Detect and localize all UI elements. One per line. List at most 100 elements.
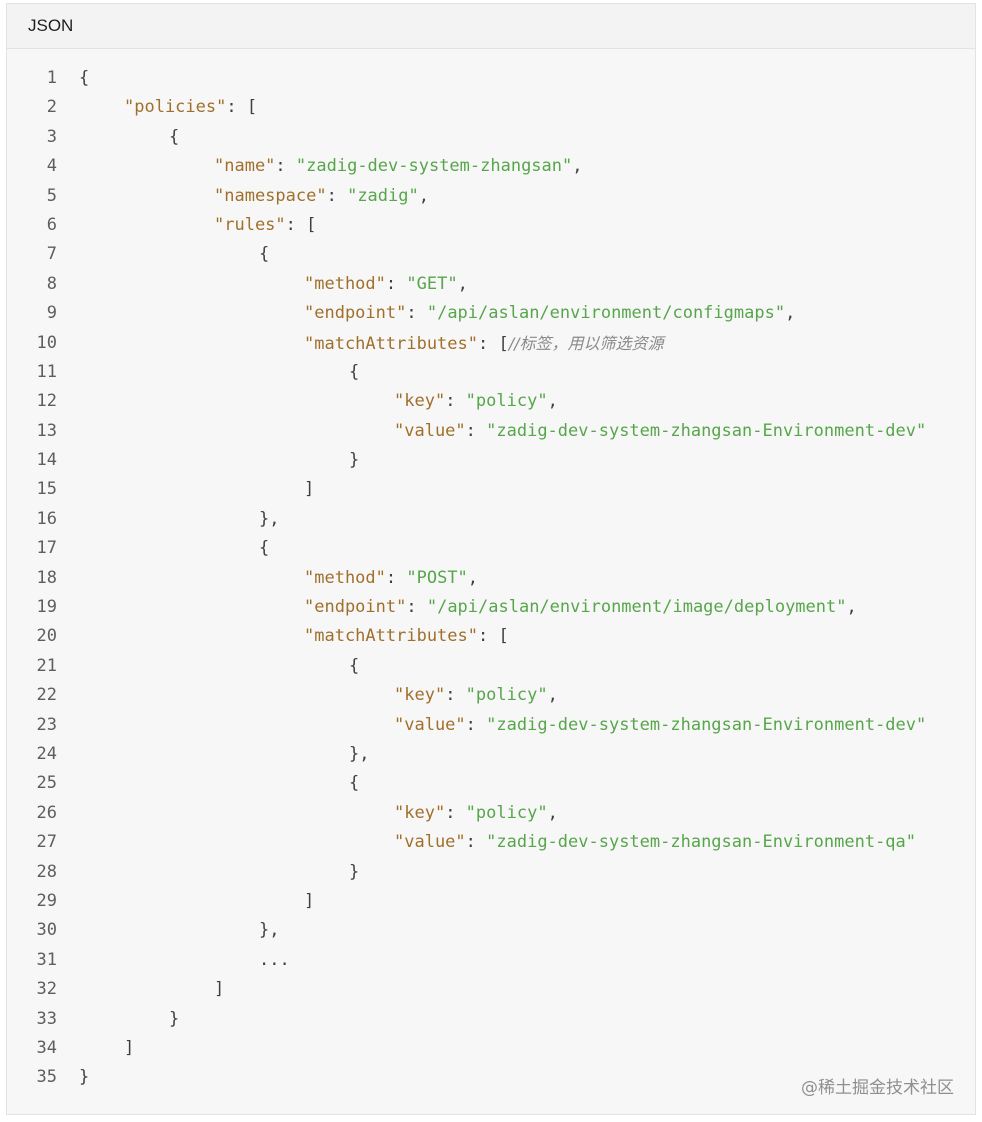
code-line: 19"endpoint": "/api/aslan/environment/im…	[7, 593, 975, 622]
json-string: "policy"	[465, 685, 548, 706]
json-string: "zadig-dev-system-zhangsan-Environment-d…	[486, 714, 927, 735]
code-text: "rules": [	[79, 211, 955, 240]
line-number: 1	[46, 68, 57, 88]
line-number: 3	[46, 126, 57, 147]
line-number: 13	[36, 420, 57, 441]
code-text: {	[79, 534, 955, 563]
json-string: "POST"	[406, 567, 468, 588]
json-string: "policy"	[465, 802, 548, 823]
code-line: 11{	[7, 358, 975, 387]
json-punctuation: },	[349, 743, 370, 764]
code-line: 16},	[7, 505, 975, 534]
code-text: "value": "zadig-dev-system-zhangsan-Envi…	[79, 417, 955, 446]
json-key: "rules"	[214, 214, 286, 235]
code-text: },	[79, 740, 955, 769]
line-number: 27	[36, 832, 57, 853]
line-number: 7	[46, 244, 57, 265]
json-string: "policy"	[465, 391, 548, 412]
json-key: "method"	[304, 273, 386, 294]
json-key: "value"	[394, 714, 466, 735]
line-number: 34	[36, 1037, 57, 1058]
code-text: "name": "zadig-dev-system-zhangsan",	[79, 152, 955, 181]
code-text: {	[79, 358, 955, 387]
json-key: "method"	[304, 567, 386, 588]
json-punctuation: {	[349, 655, 360, 676]
line-number: 4	[46, 156, 57, 177]
json-string: "zadig"	[347, 185, 419, 206]
json-key: "key"	[394, 802, 446, 823]
line-number: 29	[36, 890, 57, 911]
code-line: 4 "name": "zadig-dev-system-zhangsan",	[7, 152, 975, 181]
code-line: 3{	[7, 123, 975, 152]
code-text: {	[79, 240, 955, 269]
code-language-label: JSON	[7, 4, 975, 49]
json-punctuation: ]	[124, 1037, 135, 1058]
json-punctuation: ]	[304, 890, 315, 911]
code-text: {	[79, 652, 955, 681]
json-punctuation: ...	[259, 949, 290, 970]
code-line: 8"method": "GET",	[7, 270, 975, 299]
code-text: ...	[79, 946, 955, 975]
line-number: 10	[36, 332, 57, 353]
json-key: "policies"	[124, 97, 227, 118]
code-body[interactable]: 1{2"policies": [3{4"name": "zadig-dev-sy…	[7, 64, 975, 1104]
json-punctuation: ,	[572, 156, 583, 177]
code-line: 28}	[7, 858, 975, 887]
json-string: "zadig-dev-system-zhangsan"	[295, 156, 573, 177]
code-text: },	[79, 916, 955, 945]
line-number: 30	[36, 920, 57, 941]
code-line: 23 "value": "zadig-dev-system-zhangsan-En…	[7, 711, 975, 740]
code-line: 29]	[7, 887, 975, 916]
code-text: {	[79, 123, 955, 152]
json-punctuation: ,	[467, 567, 479, 588]
json-punctuation: {	[79, 68, 90, 88]
json-punctuation: ,	[547, 802, 558, 823]
json-punctuation: :	[465, 420, 487, 441]
json-punctuation: ,	[418, 185, 429, 206]
line-number: 23	[36, 714, 57, 735]
line-number: 2	[46, 97, 57, 118]
json-punctuation: ]	[214, 979, 225, 1000]
json-punctuation: ,	[547, 391, 558, 412]
json-punctuation: ,	[547, 685, 558, 706]
json-key: "matchAttributes"	[304, 626, 478, 647]
line-number: 12	[36, 391, 57, 412]
code-text: "policies": [	[79, 93, 955, 122]
code-line: 7{	[7, 240, 975, 269]
line-number: 6	[46, 214, 57, 235]
code-text: ]	[79, 975, 955, 1004]
line-number: 14	[36, 450, 57, 471]
code-block: JSON 1{2"policies": [3{4"name": "zadig-d…	[6, 3, 976, 1115]
json-punctuation: :	[326, 185, 348, 206]
watermark: @稀土掘金技术社区	[801, 1078, 954, 1098]
code-text: "value": "zadig-dev-system-zhangsan-Envi…	[79, 711, 955, 740]
code-line: 13 "value": "zadig-dev-system-zhangsan-En…	[7, 417, 975, 446]
code-line: 5"namespace": "zadig",	[7, 182, 975, 211]
json-punctuation: :	[465, 832, 487, 853]
code-text: }	[79, 1005, 955, 1034]
json-punctuation: }	[169, 1008, 180, 1029]
code-line: 31...	[7, 946, 975, 975]
line-number: 33	[36, 1008, 57, 1029]
line-number: 17	[36, 538, 57, 559]
code-line: 15]	[7, 475, 975, 504]
line-number: 19	[36, 597, 57, 618]
line-number: 9	[46, 303, 57, 324]
code-line: 12"key": "policy",	[7, 387, 975, 416]
json-string: "zadig-dev-system-zhangsan-Environment-q…	[486, 832, 917, 853]
json-key: "name"	[214, 156, 276, 177]
json-string: "GET"	[406, 273, 458, 294]
json-punctuation: :	[385, 567, 407, 588]
json-punctuation: ,	[785, 303, 796, 324]
json-punctuation: ,	[846, 597, 857, 618]
code-text: "value": "zadig-dev-system-zhangsan-Envi…	[79, 828, 955, 857]
json-key: "value"	[394, 420, 466, 441]
code-line: 27 "value": "zadig-dev-system-zhangsan-En…	[7, 828, 975, 857]
json-punctuation: :	[445, 802, 466, 823]
code-text: "key": "policy",	[79, 681, 955, 710]
code-text: "matchAttributes": [	[79, 622, 955, 651]
json-punctuation: :	[445, 685, 466, 706]
code-text: "method": "POST",	[79, 564, 955, 593]
json-key: "endpoint"	[304, 597, 407, 618]
line-number: 16	[36, 508, 57, 529]
